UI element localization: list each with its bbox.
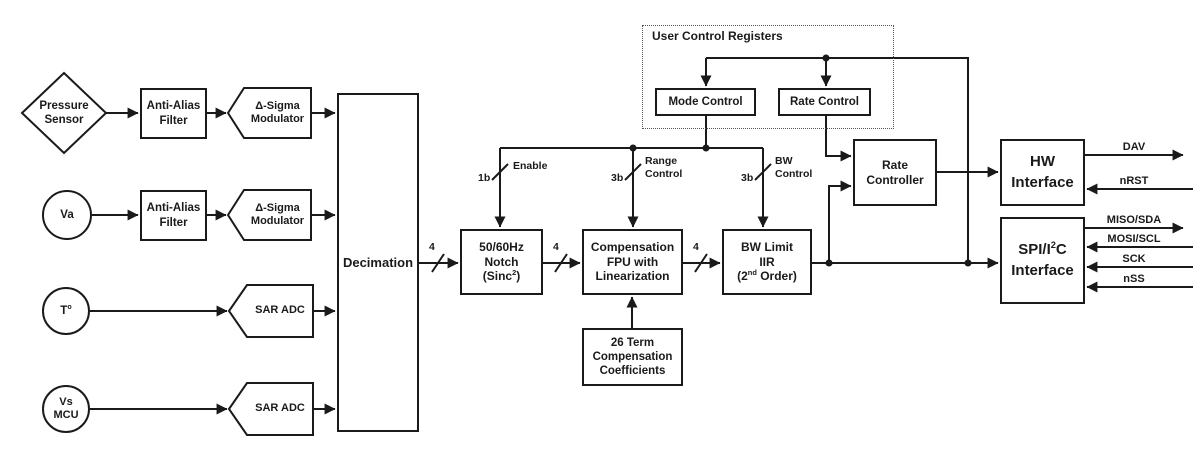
junction-dots xyxy=(629,54,972,267)
enable-bits-label: 1b xyxy=(478,172,491,184)
ctl-slash-range xyxy=(624,163,642,181)
bus-slash-2 xyxy=(554,253,568,273)
bus-width-label-1: 4 xyxy=(429,241,435,253)
mode-control-block: Mode Control xyxy=(655,88,756,116)
dsigma-modulator-1-label: Δ-Sigma Modulator xyxy=(250,99,305,125)
va-source: Va xyxy=(42,190,92,240)
dav-signal-label: DAV xyxy=(1122,141,1146,153)
bw-limit-iir-block: BW Limit IIR (2nd Order) xyxy=(722,229,812,295)
enable-name-label: Enable xyxy=(513,160,548,172)
spi-i2c-interface-block: SPI/I2C Interface xyxy=(1000,217,1085,304)
junction-dot xyxy=(825,259,833,267)
pressure-sensor-label: Pressure Sensor xyxy=(39,99,89,126)
user-control-registers-region xyxy=(642,25,894,129)
range-bits-label: 3b xyxy=(611,172,624,184)
ctl-slash-bw xyxy=(754,163,772,181)
bw-bits-label: 3b xyxy=(741,172,754,184)
dsigma-modulator-2-shape xyxy=(226,189,312,241)
bus-slash-3 xyxy=(694,253,708,273)
arrow-wires xyxy=(90,58,1193,415)
hw-interface-block: HW Interface xyxy=(1000,139,1085,206)
sar-adc-1-shape xyxy=(227,284,314,338)
rate-control-block: Rate Control xyxy=(778,88,871,116)
pressure-sensor-shape xyxy=(20,71,108,155)
junction-dot xyxy=(822,54,830,62)
bus-slashes xyxy=(431,163,772,273)
register-write-wire xyxy=(706,57,969,263)
ctl-slash-enable xyxy=(491,163,509,181)
sck-signal-label: SCK xyxy=(1122,253,1146,265)
nrst-signal-label: nRST xyxy=(1119,175,1149,187)
sar-adc-1-label: SAR ADC xyxy=(255,304,305,317)
nss-signal-label: nSS xyxy=(1123,273,1145,285)
rate-controller-block: Rate Controller xyxy=(853,139,937,206)
bus-width-label-2: 4 xyxy=(553,241,559,253)
decimation-block: Decimation xyxy=(337,93,419,432)
dsigma-modulator-2-label: Δ-Sigma Modulator xyxy=(250,201,305,227)
range-name-label: Range Control xyxy=(645,155,683,180)
vs-mcu-source: Vs MCU xyxy=(42,385,90,433)
sar-adc-2-shape xyxy=(227,382,314,436)
user-control-registers-title: User Control Registers xyxy=(652,29,783,43)
wire-bus-to-ratecontroller xyxy=(828,180,852,263)
compensation-fpu-block: Compensation FPU with Linearization xyxy=(582,229,683,295)
junction-dot xyxy=(702,144,710,152)
bus-slash-1 xyxy=(431,253,445,273)
node-shapes xyxy=(20,71,314,436)
sar-adc-2-label: SAR ADC xyxy=(255,402,305,415)
notch-filter-block: 50/60Hz Notch (Sinc2) xyxy=(460,229,543,295)
junction-dot xyxy=(964,259,972,267)
temp-source: To xyxy=(42,287,90,335)
miso-signal-label: MISO/SDA xyxy=(1106,214,1162,226)
compensation-coefficients-block: 26 Term Compensation Coefficients xyxy=(582,328,683,386)
anti-alias-filter-2: Anti-Alias Filter xyxy=(140,190,207,241)
mosi-signal-label: MOSI/SCL xyxy=(1107,233,1161,245)
bus-width-label-3: 4 xyxy=(693,241,699,253)
junction-dot xyxy=(629,144,637,152)
wire-ratecontrol-to-ratecontroller xyxy=(825,116,852,162)
anti-alias-filter-1: Anti-Alias Filter xyxy=(140,88,207,139)
dsigma-modulator-1-shape xyxy=(226,87,312,139)
bw-name-label: BW Control xyxy=(775,155,813,180)
